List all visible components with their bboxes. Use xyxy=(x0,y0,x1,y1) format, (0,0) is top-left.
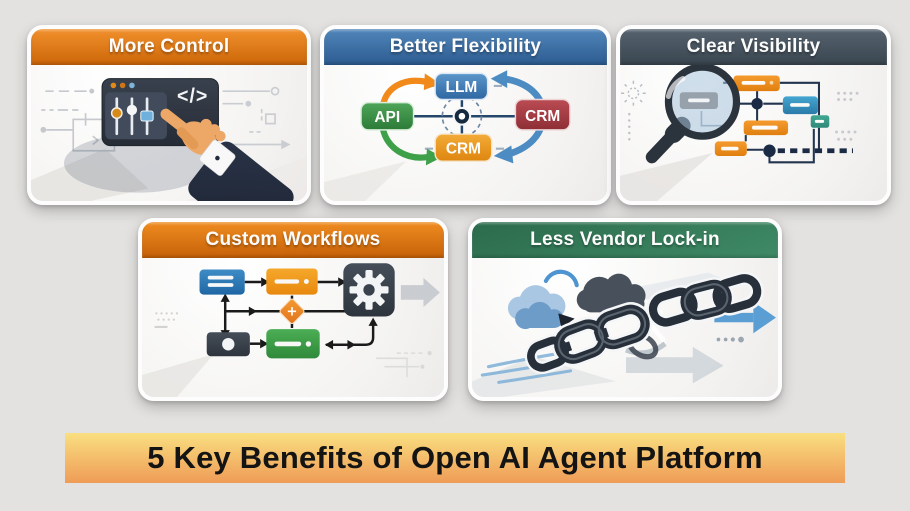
magnifier-handle xyxy=(645,123,684,164)
blue-arrow-icon xyxy=(714,301,776,334)
slider-panel xyxy=(105,92,167,140)
gear-box xyxy=(343,263,395,317)
card-title-clear-visibility: Clear Visibility xyxy=(686,36,821,57)
broken-chain-icon xyxy=(524,271,764,375)
magnifier-icon xyxy=(645,65,741,164)
card-more-control: More Control xyxy=(27,25,311,205)
slider-knob-white xyxy=(126,104,138,116)
cloud-arc xyxy=(543,269,579,288)
card-body-custom-workflows xyxy=(142,258,444,397)
card-header-better-flexibility: Better Flexibility xyxy=(324,29,607,65)
card-body-less-vendor-lock-in xyxy=(472,258,778,397)
arrow-orange-icon xyxy=(379,73,441,110)
crm-right-box: CRM xyxy=(514,98,571,131)
left-circuit-decor xyxy=(40,88,116,152)
hub-node-icon xyxy=(452,106,472,126)
svg-text:API: API xyxy=(374,109,400,126)
crm-bottom-box: CRM xyxy=(434,133,493,162)
card-header-less-vendor-lock-in: Less Vendor Lock-in xyxy=(472,222,778,258)
step-box-blue xyxy=(199,269,245,295)
glass-highlight xyxy=(665,75,686,99)
cloud-medium-icon xyxy=(515,301,564,330)
cloud-dark-icon xyxy=(576,273,646,313)
flow-box-orange-top xyxy=(733,75,780,92)
gray-arrow-icon xyxy=(626,346,724,384)
hand-skin xyxy=(160,108,226,156)
svg-text:CRM: CRM xyxy=(525,108,560,125)
flow-box-orange-small xyxy=(714,141,747,157)
card-header-more-control: More Control xyxy=(31,29,307,65)
right-circuit-decor xyxy=(222,86,291,150)
background-wedge xyxy=(620,152,713,201)
card-title-less-vendor-lock-in: Less Vendor Lock-in xyxy=(530,229,720,250)
card-body-better-flexibility: LLM API CRM CRM xyxy=(324,65,607,201)
flowchart-lines xyxy=(723,81,820,164)
circuit-decor xyxy=(376,351,432,378)
card-header-clear-visibility: Clear Visibility xyxy=(620,29,887,65)
llm-box: LLM xyxy=(434,72,489,101)
card-less-vendor-lock-in: Less Vendor Lock-in xyxy=(468,218,782,401)
card-clear-visibility: Clear Visibility xyxy=(616,25,891,205)
card-body-more-control: </> xyxy=(31,65,307,201)
card-body-clear-visibility xyxy=(620,65,887,201)
card-header-custom-workflows: Custom Workflows xyxy=(142,222,444,258)
svg-text:LLM: LLM xyxy=(446,79,478,96)
flow-box-orange-mid xyxy=(743,120,789,136)
hand-pointer-icon xyxy=(160,108,294,201)
card-custom-workflows: Custom Workflows xyxy=(138,218,448,401)
window-shadow xyxy=(63,134,213,193)
background-wedge xyxy=(324,161,407,201)
card-title-custom-workflows: Custom Workflows xyxy=(205,229,381,250)
background-wedge xyxy=(142,354,214,397)
flow-box-blue xyxy=(782,96,818,115)
broken-chain-illustration xyxy=(472,269,776,397)
step-box-dark xyxy=(206,332,250,357)
flow-box-teal xyxy=(810,115,830,128)
step-box-orange xyxy=(266,268,318,295)
integration-hub-illustration: LLM API CRM CRM xyxy=(324,70,571,201)
window-dots xyxy=(110,82,135,89)
step-box-green xyxy=(266,329,320,359)
sliders-icon xyxy=(110,97,154,136)
banner-title: 5 Key Benefits of Open AI Agent Platform xyxy=(147,440,763,475)
dots-trail xyxy=(716,336,744,343)
workflow-illustration xyxy=(142,263,440,397)
card-better-flexibility: Better Flexibility xyxy=(320,25,611,205)
settings-window: </> xyxy=(101,78,219,147)
dot-grids xyxy=(835,91,859,141)
gray-arrow-icon xyxy=(400,277,440,308)
code-icon: </> xyxy=(177,86,208,108)
title-banner: 5 Key Benefits of Open AI Agent Platform xyxy=(65,433,845,483)
dotted-decor xyxy=(154,312,179,329)
sun-icon xyxy=(621,80,646,106)
shard-icon xyxy=(558,313,575,329)
chain-highlights xyxy=(557,283,729,361)
dotted-column xyxy=(628,112,631,141)
gear-icon xyxy=(349,270,389,310)
shirt-cuff xyxy=(199,139,236,176)
flow-node-top xyxy=(751,97,763,110)
decision-diamond-icon xyxy=(279,298,305,325)
arrow-green-icon xyxy=(379,124,443,166)
magnifier-flowchart-illustration xyxy=(620,65,859,201)
slider-knob-orange xyxy=(110,107,123,120)
card-title-better-flexibility: Better Flexibility xyxy=(389,36,542,57)
card-title-more-control: More Control xyxy=(108,36,230,57)
api-box: API xyxy=(360,101,415,131)
svg-text:CRM: CRM xyxy=(446,140,481,157)
more-control-illustration: </> xyxy=(31,78,307,201)
break-swoosh xyxy=(625,341,667,356)
slider-knob-blue xyxy=(140,110,154,122)
flow-node-bottom xyxy=(763,144,776,158)
